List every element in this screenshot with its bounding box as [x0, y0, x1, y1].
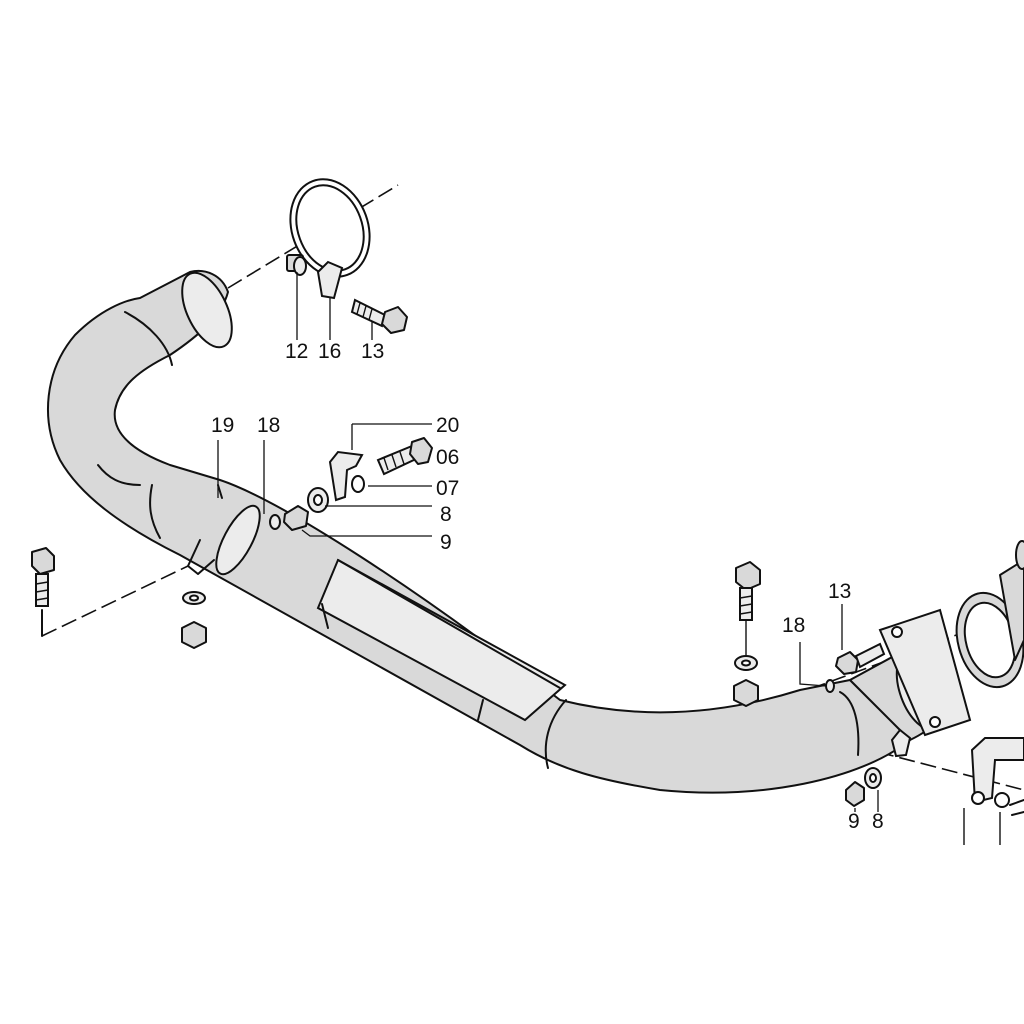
callout-12: 12: [285, 340, 308, 363]
left-bolt-stack: [31, 547, 207, 649]
callout-9-mid: 9: [440, 531, 452, 554]
right-bolt-stack: [733, 561, 912, 807]
callout-8-bottom: 8: [872, 810, 884, 833]
right-flange-assembly: [849, 540, 1024, 845]
callout-13-top: 13: [361, 340, 384, 363]
bolt-13-top: [350, 298, 408, 334]
callout-9-bottom: 9: [848, 810, 860, 833]
callout-07: 07: [436, 477, 459, 500]
callout-06: 06: [436, 446, 459, 469]
leader-lines: [217, 272, 879, 812]
callout-18-right: 18: [782, 614, 805, 637]
exhaust-pipe: [47, 270, 911, 794]
callout-labels: 12 16 13 19 18 20 06 07 8 9 13 18 9 8: [211, 340, 884, 833]
callout-18-left: 18: [257, 414, 280, 437]
callout-8-mid: 8: [440, 503, 452, 526]
callout-13-right: 13: [828, 580, 851, 603]
callout-16: 16: [318, 340, 341, 363]
callout-19: 19: [211, 414, 234, 437]
callout-20: 20: [436, 414, 459, 437]
middle-hanger-group: [269, 437, 433, 531]
clamp-ring-16: [286, 178, 371, 300]
